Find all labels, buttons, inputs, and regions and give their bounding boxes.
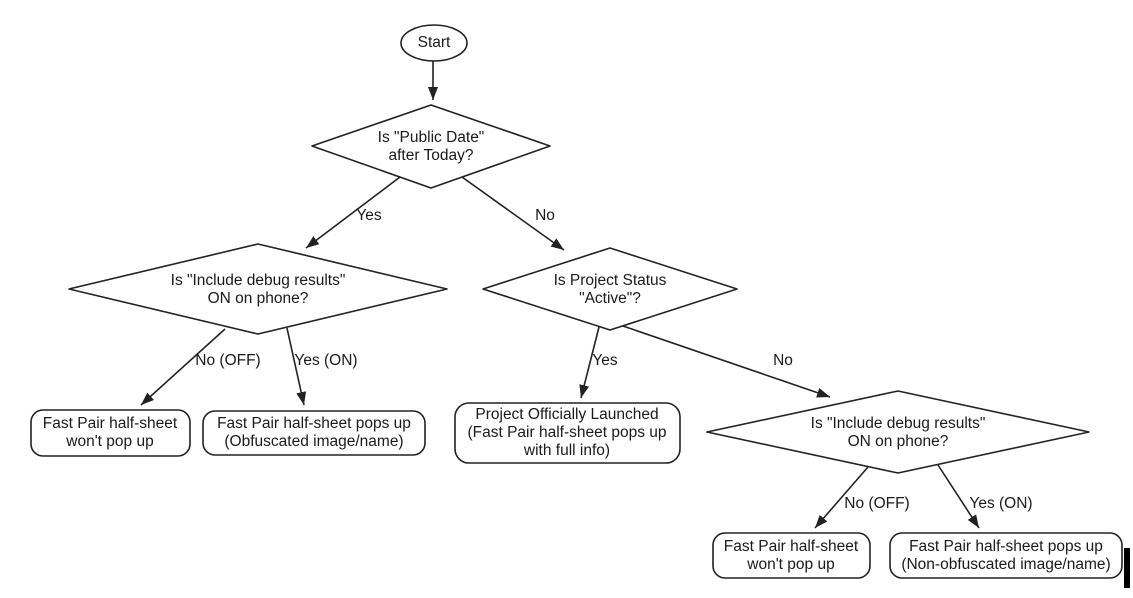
edge-debug-right-yes-on: [937, 464, 980, 529]
edge-public-date-yes: [305, 176, 401, 249]
edge-debug-left-yes-on: [286, 327, 307, 406]
edge-project-status-yes: [579, 326, 600, 399]
edge-project-status-no: [622, 325, 831, 398]
edge-public-date-no: [461, 176, 565, 251]
decision-debug-right-shape: [706, 390, 1090, 474]
edge-debug-right-no-off: [814, 466, 869, 529]
decision-debug-left-shape: [68, 243, 448, 335]
outcome-wont-popup-left-shape: [30, 409, 191, 457]
decision-public-date-shape: [311, 104, 551, 189]
outcome-obfuscated-shape: [202, 410, 426, 456]
decision-project-status-shape: [482, 247, 738, 331]
outcome-non-obfuscated-shape: [889, 532, 1123, 579]
start-node-shape: [400, 24, 468, 62]
outcome-wont-popup-right-shape: [712, 532, 871, 579]
outcome-launched-shape: [454, 402, 681, 464]
edge-debug-left-no-off: [140, 328, 226, 406]
text-cursor-bar: [1124, 548, 1130, 588]
